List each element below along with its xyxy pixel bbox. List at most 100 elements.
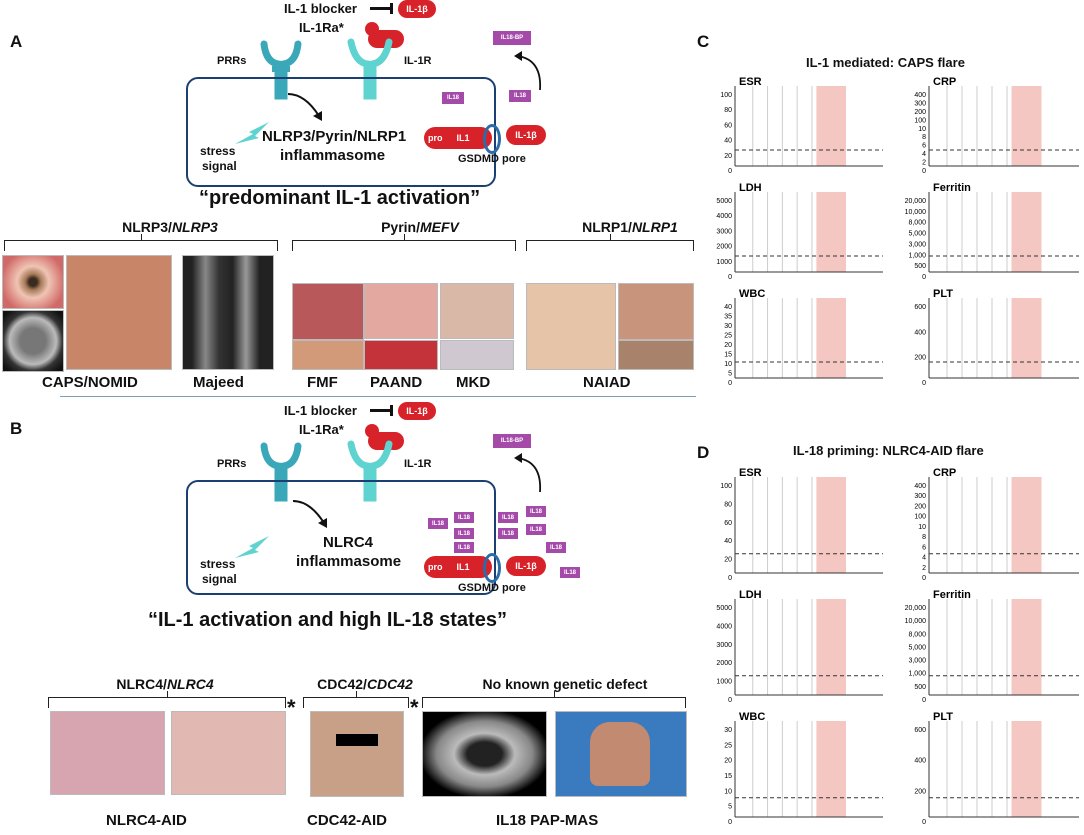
panel-d-tick-label: 4000 xyxy=(716,623,732,630)
signal-label-a: signal xyxy=(202,159,237,173)
panel-d-chart-label: WBC xyxy=(739,711,765,723)
il1r-label: IL-1R xyxy=(404,55,432,67)
panel-d-tick-label: 5000 xyxy=(716,605,732,612)
panel-d-tick-label: 1000 xyxy=(716,679,732,686)
panel-d-flare-shade xyxy=(816,477,846,573)
panel-c-tick-label: 0 xyxy=(728,274,732,281)
inflammasome-label-a1: NLRP3/Pyrin/NLRP1 xyxy=(262,128,407,145)
panel-c-tick-label: 25 xyxy=(724,333,732,340)
panel-d-tick-label: 400 xyxy=(914,758,926,765)
panel-c-tick-label: 200 xyxy=(914,109,926,116)
panel-c-tick-label: 1000 xyxy=(716,259,732,266)
panel-c-tick-label: 200 xyxy=(914,355,926,362)
group-no-known: No known genetic defect xyxy=(482,676,648,692)
panel-c-tick-label: 20 xyxy=(724,153,732,160)
panel-d-tick-label: 10,000 xyxy=(905,618,927,625)
caption-nlrc4-aid: NLRC4-AID xyxy=(106,812,187,829)
panel-c-tick-label: 5,000 xyxy=(908,231,926,238)
panel-d-chart-ferritin: Ferritin20,00010,0008,0005,0003,0001,000… xyxy=(905,589,1079,704)
panel-d-tick-label: 600 xyxy=(914,727,926,734)
il1b-pill-b2 xyxy=(368,432,404,450)
il18-tag-b2: IL18 xyxy=(454,512,474,523)
panel-d-chart-label: PLT xyxy=(933,711,953,723)
signal-label-b: signal xyxy=(202,572,237,586)
brace-nlrp3 xyxy=(4,234,278,251)
prrs-label-b: PRRs xyxy=(217,458,247,470)
gsdmd-label-a: GSDMD pore xyxy=(458,153,526,165)
il1r-label-b: IL-1R xyxy=(404,458,432,470)
stress-signal-a-icon xyxy=(235,122,269,144)
panel-c-tick-label: 8 xyxy=(922,134,926,141)
il1b-pill: IL-1β xyxy=(398,0,436,18)
il1b-out-pill-b: IL-1β xyxy=(506,556,546,576)
panel-c-tick-label: 60 xyxy=(724,122,732,129)
panel-d-tick-label: 0 xyxy=(922,575,926,582)
panel-c-chart-label: LDH xyxy=(739,182,762,194)
panel-d-tick-label: 2000 xyxy=(716,660,732,667)
panel-d-chart-label: Ferritin xyxy=(933,589,971,601)
panel-d-tick-label: 20,000 xyxy=(905,605,927,612)
naiad-feet-photo xyxy=(618,340,694,370)
caption-fmf: FMF xyxy=(307,374,338,391)
panel-c-flare-shade xyxy=(816,298,846,378)
panel-d-tick-label: 1,000 xyxy=(908,671,926,678)
il18bp-tag: IL18-BP xyxy=(493,31,531,45)
stress-signal-b-icon xyxy=(235,536,269,558)
panel-c-chart-label: Ferritin xyxy=(933,182,971,194)
panel-d-tick-label: 4 xyxy=(922,555,926,562)
il18-arrow-b-icon xyxy=(514,453,541,493)
gsdmd-pore-b-icon xyxy=(483,553,501,583)
panel-d-letter: D xyxy=(697,443,710,462)
caption-il18-pap-mas: IL18 PAP-MAS xyxy=(496,812,599,829)
panel-c-tick-label: 20,000 xyxy=(905,198,927,205)
caption-cdc42-aid: CDC42-AID xyxy=(307,812,388,829)
panel-d-tick-label: 8 xyxy=(922,534,926,541)
mkd-face-photo xyxy=(440,283,514,339)
naiad-leg-photo xyxy=(526,283,616,370)
curved-arrow-b-icon xyxy=(292,500,327,528)
il18-tag-a2: IL18 xyxy=(509,90,531,102)
group-cdc42: CDC42/CDC42 xyxy=(317,676,413,692)
panel-c-tick-label: 400 xyxy=(914,92,926,99)
il1ra-label: IL-1Ra* xyxy=(299,20,344,35)
il1b-pill-b: IL-1β xyxy=(398,402,436,420)
brain-mri-photo xyxy=(2,310,64,372)
panel-c-chart-label: CRP xyxy=(933,76,956,88)
panel-d-title: IL-18 priming: NLRC4-AID flare xyxy=(793,443,984,458)
panel-c-tick-label: 35 xyxy=(724,314,732,321)
hand-shape xyxy=(590,722,650,786)
panel-d-tick-label: 300 xyxy=(914,493,926,500)
il18-tag-b1: IL18 xyxy=(428,518,448,529)
panel-c-tick-label: 8,000 xyxy=(908,220,926,227)
cdc42-child-photo xyxy=(310,711,404,797)
pro-label-b: pro xyxy=(428,562,443,572)
panel-c-tick-label: 10 xyxy=(918,126,926,133)
il18-arrow-icon xyxy=(514,51,541,91)
panel-c-charts: ESR100806040200CRP4003002001001086420LDH… xyxy=(716,76,1079,387)
cell-membrane-b xyxy=(186,480,496,595)
panel-c-tick-label: 0 xyxy=(728,380,732,387)
il18-tag-b8: IL18 xyxy=(526,524,546,535)
group-nlrp3: NLRP3/NLRP3 xyxy=(122,219,218,235)
il18-tag-a1: IL18 xyxy=(442,92,464,104)
il18-tag-b5: IL18 xyxy=(498,512,518,523)
inflammasome-label-b1: NLRC4 xyxy=(323,534,374,551)
panel-c-chart-label: PLT xyxy=(933,288,953,300)
panel-c-tick-label: 0 xyxy=(922,274,926,281)
panel-c-letter: C xyxy=(697,32,710,51)
il18-tag-b9: IL18 xyxy=(546,542,566,553)
panel-a-letter: A xyxy=(10,32,23,51)
infant-photo-1 xyxy=(50,711,165,795)
lung-ct-photo xyxy=(422,711,547,797)
pro-label-a: pro xyxy=(428,133,443,143)
panel-d-tick-label: 6 xyxy=(922,544,926,551)
panel-c-tick-label: 400 xyxy=(914,329,926,336)
panel-d-tick-label: 15 xyxy=(724,773,732,780)
il1ra-label-b: IL-1Ra* xyxy=(299,422,344,437)
il1r-receptor-b-icon xyxy=(347,440,393,502)
